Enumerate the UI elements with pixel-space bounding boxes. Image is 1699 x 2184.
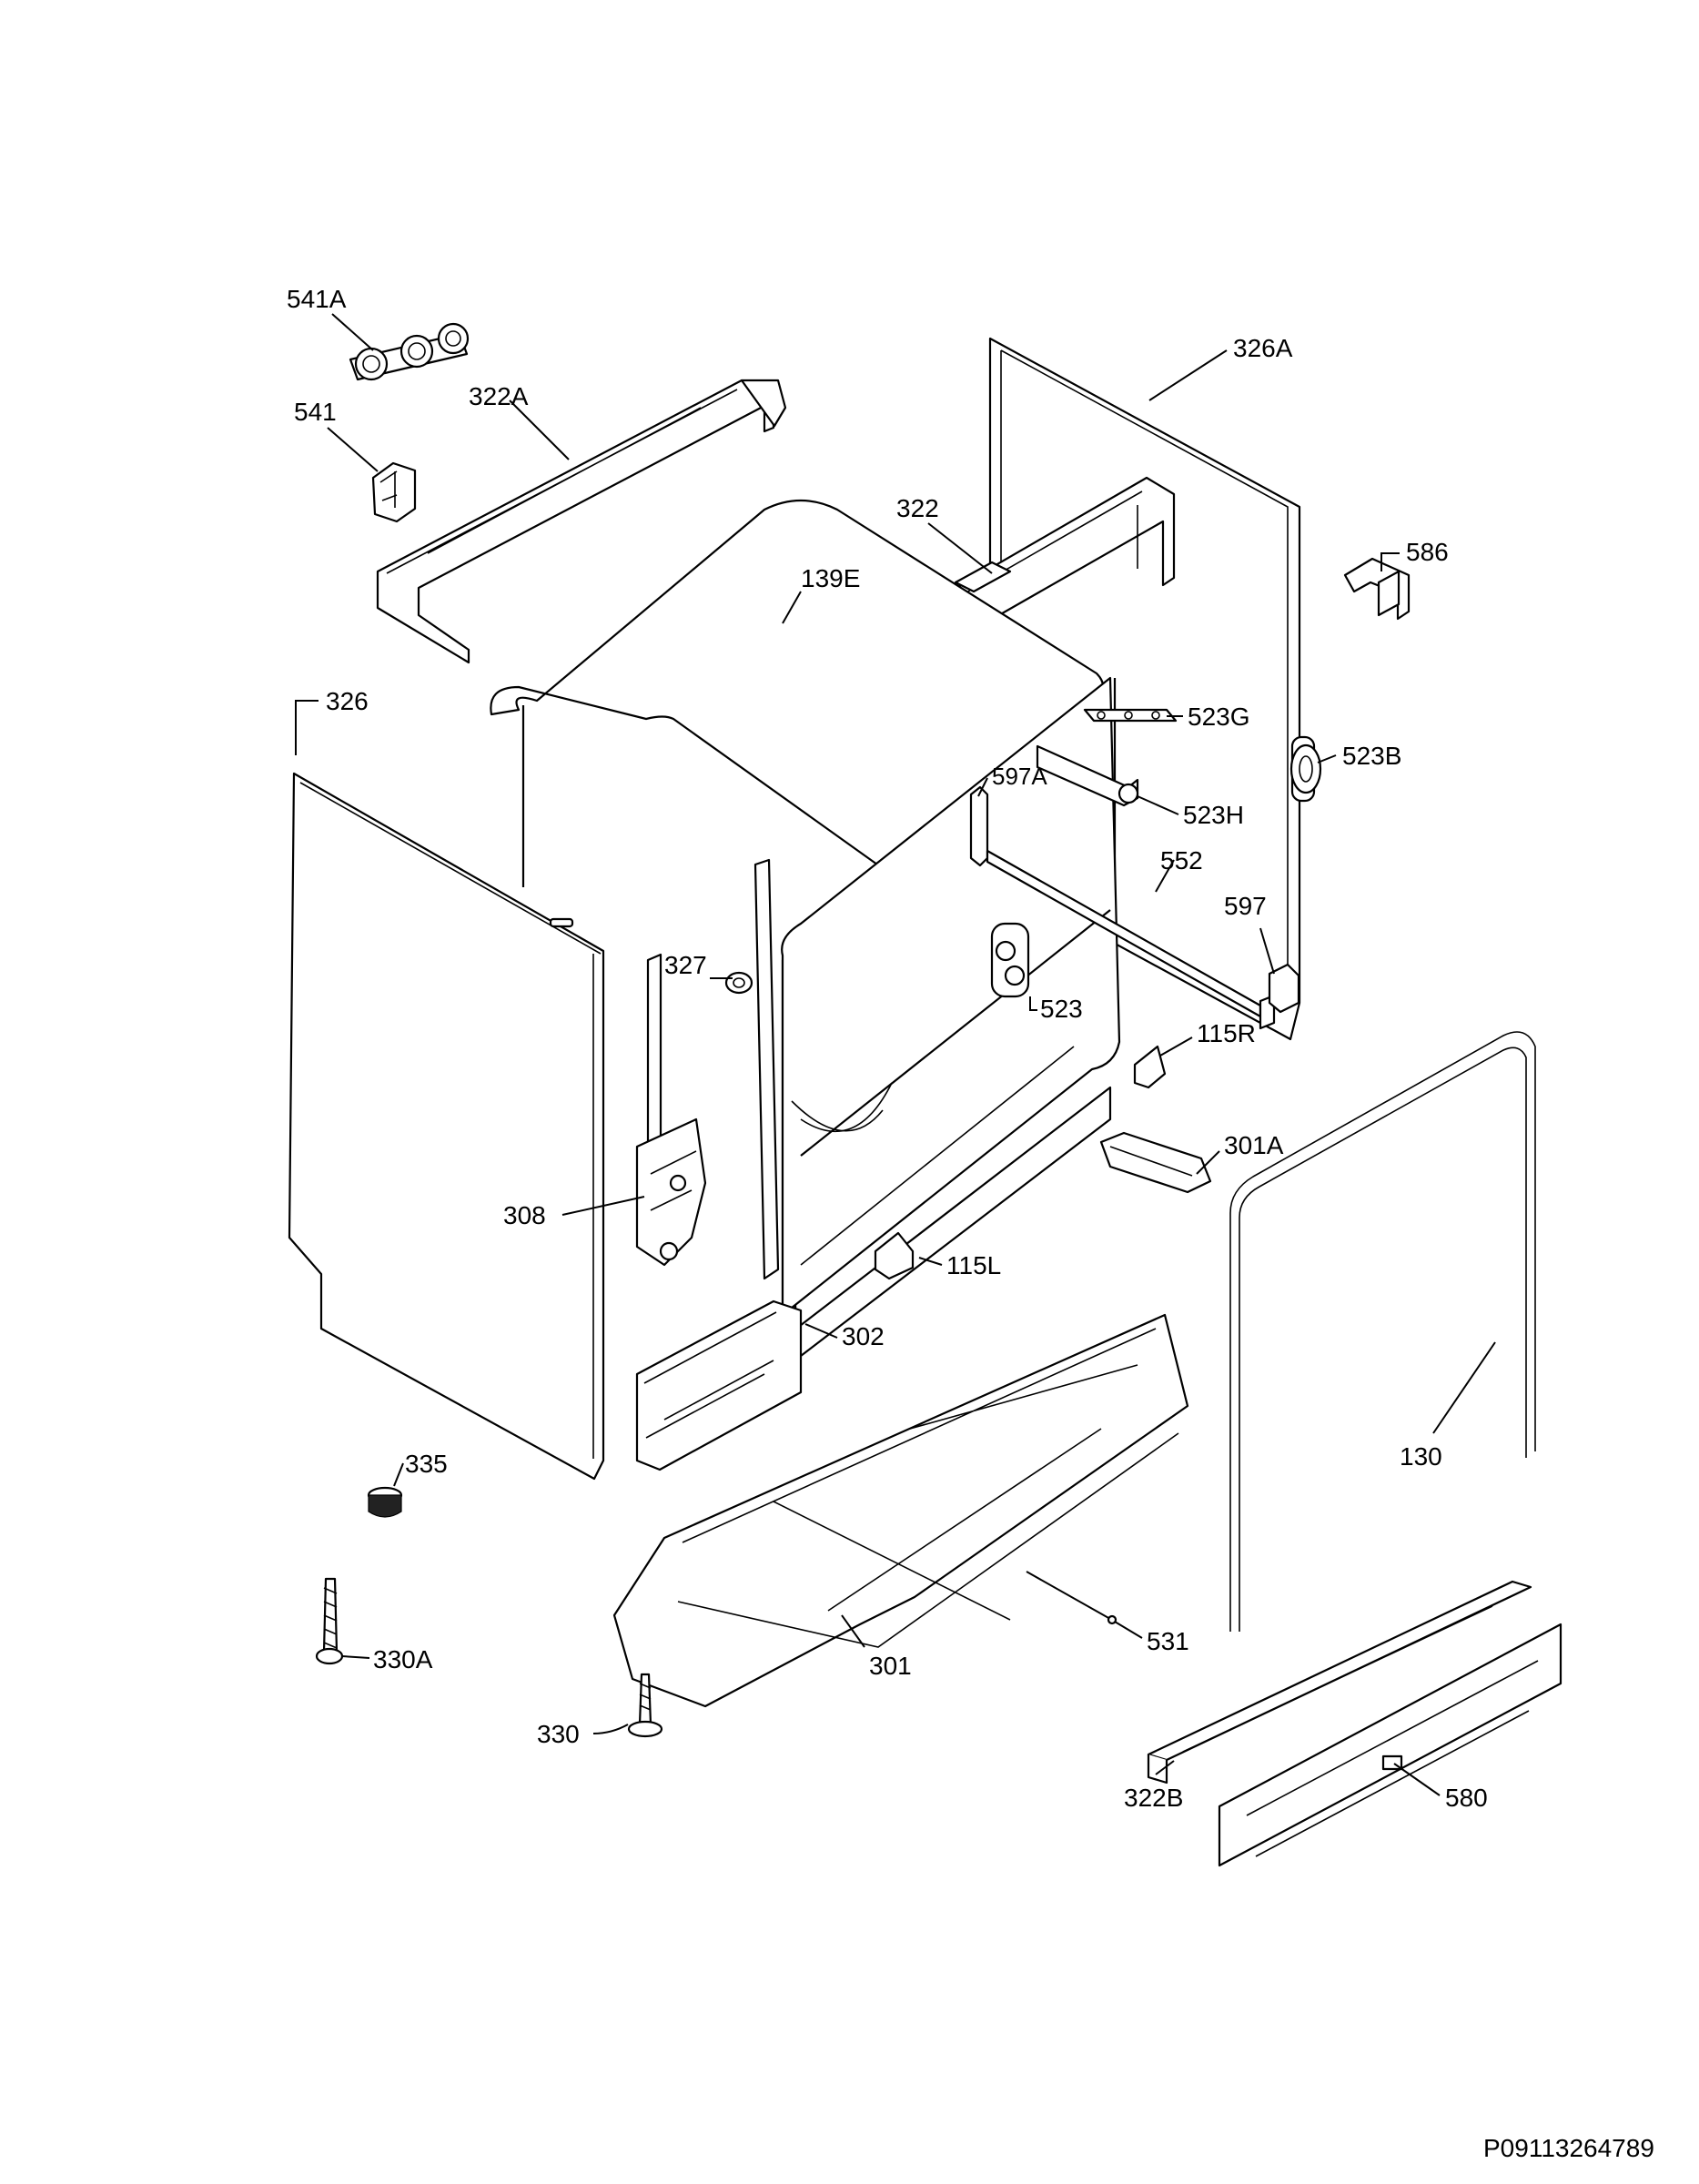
part-541-clip bbox=[371, 461, 417, 523]
part-523-connector bbox=[990, 922, 1030, 998]
part-330-screw bbox=[627, 1673, 663, 1738]
part-115L-support bbox=[874, 1231, 915, 1280]
label-322B: 322B bbox=[1124, 1784, 1183, 1812]
label-541A: 541A bbox=[287, 285, 347, 313]
label-523H: 523H bbox=[1183, 801, 1244, 829]
label-301A: 301A bbox=[1224, 1131, 1284, 1159]
part-330A-screw bbox=[315, 1577, 344, 1665]
label-523G: 523G bbox=[1188, 703, 1250, 731]
label-523: 523 bbox=[1040, 995, 1083, 1023]
label-523B: 523B bbox=[1342, 742, 1401, 770]
part-531-pin bbox=[1026, 1571, 1117, 1625]
label-541: 541 bbox=[294, 398, 337, 426]
label-586: 586 bbox=[1406, 538, 1449, 566]
label-327: 327 bbox=[664, 951, 707, 979]
part-322B-lower-rail bbox=[1147, 1580, 1532, 1785]
part-130-seal bbox=[1229, 1031, 1536, 1632]
part-115R-support bbox=[1133, 1045, 1167, 1089]
label-597: 597 bbox=[1224, 892, 1267, 920]
label-322: 322 bbox=[896, 494, 939, 522]
part-335-foot bbox=[367, 1486, 403, 1518]
part-tub bbox=[490, 499, 1121, 1358]
part-580-kick-rail bbox=[1218, 1623, 1562, 1867]
label-115L: 115L bbox=[946, 1251, 1001, 1279]
part-301A-bracket bbox=[1099, 1131, 1212, 1194]
label-597A: 597A bbox=[992, 763, 1047, 790]
label-326: 326 bbox=[326, 687, 369, 715]
part-597A-clip bbox=[969, 785, 989, 867]
part-327-grommet bbox=[724, 971, 753, 995]
part-labels: 541A 541 322A 326A 322 586 139E 326 523G… bbox=[287, 285, 1654, 2162]
label-301: 301 bbox=[869, 1652, 912, 1680]
part-322A-top-rail bbox=[376, 379, 787, 664]
part-552-rail bbox=[986, 849, 1276, 1030]
label-580: 580 bbox=[1445, 1784, 1488, 1812]
label-531: 531 bbox=[1147, 1627, 1189, 1655]
label-308: 308 bbox=[503, 1201, 546, 1229]
part-326-left-panel bbox=[288, 772, 605, 1481]
label-552: 552 bbox=[1160, 846, 1203, 875]
label-139E: 139E bbox=[801, 564, 860, 592]
label-322A: 322A bbox=[469, 382, 529, 410]
leader-lines bbox=[295, 313, 1496, 1796]
label-115R: 115R bbox=[1197, 1019, 1256, 1047]
part-597-clip bbox=[1268, 963, 1300, 1014]
part-308-hinge bbox=[635, 953, 707, 1267]
part-586-bracket bbox=[1343, 557, 1411, 621]
label-130: 130 bbox=[1400, 1442, 1442, 1471]
part-302-bracket bbox=[635, 1299, 803, 1471]
document-reference-number: P09113264789 bbox=[1483, 2134, 1654, 2162]
part-523G-seal bbox=[1083, 708, 1178, 723]
label-335: 335 bbox=[405, 1450, 448, 1478]
part-541A-hose-clips bbox=[349, 322, 470, 381]
label-302: 302 bbox=[842, 1322, 885, 1350]
part-523H-holder bbox=[1036, 744, 1139, 807]
label-330A: 330A bbox=[373, 1645, 433, 1673]
label-330: 330 bbox=[537, 1720, 580, 1748]
label-326A: 326A bbox=[1233, 334, 1293, 362]
part-523B-grommet bbox=[1289, 743, 1322, 794]
part-301-base bbox=[612, 1313, 1189, 1708]
